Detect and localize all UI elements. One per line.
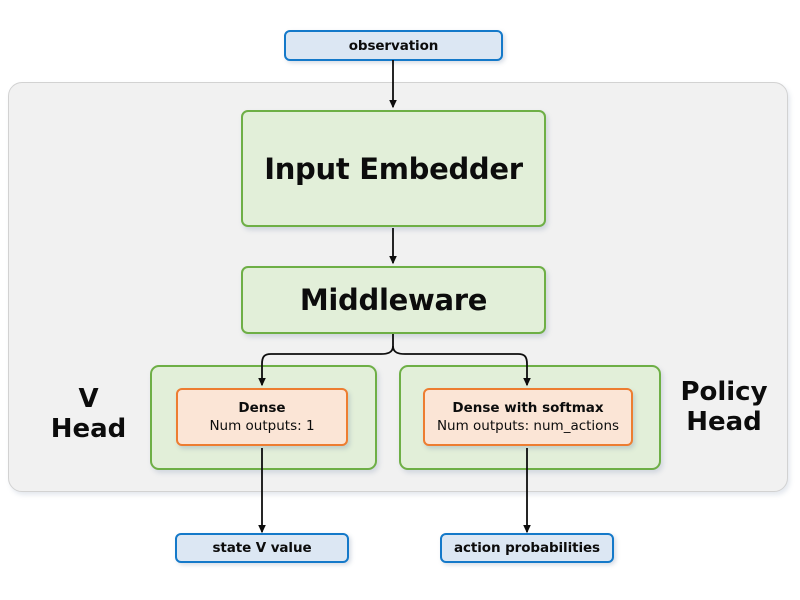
node-action-probabilities[interactable]: action probabilities bbox=[440, 533, 614, 563]
node-state-v-value-label: state V value bbox=[212, 540, 312, 556]
node-input-embedder[interactable]: Input Embedder bbox=[241, 110, 546, 227]
node-dense-policy-subtitle: Num outputs: num_actions bbox=[436, 418, 620, 434]
node-observation[interactable]: observation bbox=[284, 30, 503, 61]
node-dense-policy[interactable]: Dense with softmax Num outputs: num_acti… bbox=[423, 388, 633, 446]
node-dense-v-title: Dense bbox=[238, 399, 286, 416]
node-observation-label: observation bbox=[348, 37, 439, 54]
caption-v-head-line2: Head bbox=[50, 413, 127, 444]
node-action-probabilities-label: action probabilities bbox=[454, 540, 600, 556]
node-input-embedder-label: Input Embedder bbox=[264, 151, 523, 186]
caption-policy-head-line2: Head bbox=[686, 406, 762, 437]
node-dense-v-subtitle: Num outputs: 1 bbox=[209, 418, 315, 434]
node-middleware[interactable]: Middleware bbox=[241, 266, 546, 334]
caption-v-head-line1: V bbox=[78, 384, 99, 414]
caption-policy-head-line1: Policy bbox=[680, 377, 768, 407]
node-dense-policy-title: Dense with softmax bbox=[452, 399, 604, 416]
node-middleware-label: Middleware bbox=[299, 283, 488, 317]
caption-v-head: V Head bbox=[36, 384, 141, 445]
node-state-v-value[interactable]: state V value bbox=[175, 533, 349, 563]
caption-policy-head: Policy Head bbox=[665, 377, 783, 438]
node-dense-v[interactable]: Dense Num outputs: 1 bbox=[176, 388, 348, 446]
